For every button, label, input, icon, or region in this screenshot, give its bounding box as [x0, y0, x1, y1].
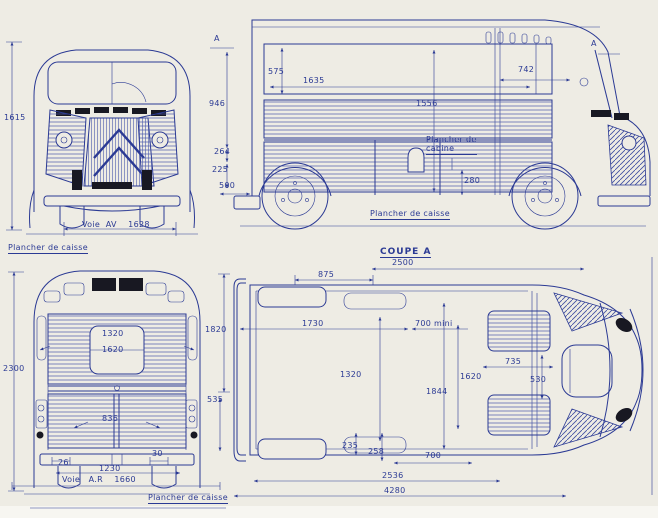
caption-rear-floor: Plancher de caisse	[148, 493, 228, 504]
section-marker-a-right: A	[591, 39, 597, 48]
section-title: COUPE A	[380, 247, 432, 258]
side-view: A A 946 264 225 500 575 1635 1556 742 28…	[200, 0, 658, 240]
dim-window-height: 575	[268, 67, 285, 76]
dim-rear-836: 836	[102, 414, 119, 423]
dim-plan-1320: 1320	[340, 370, 362, 379]
seat-left	[487, 310, 551, 352]
plan-body	[233, 278, 644, 462]
side-body	[233, 19, 651, 230]
left-headlight	[55, 131, 73, 149]
roof-vents	[485, 31, 552, 45]
dim-plan-1730: 1730	[302, 319, 324, 328]
dim-rear-1320: 1320	[102, 329, 124, 338]
dim-rear-26: 26	[58, 458, 69, 467]
windshield-pillar	[594, 49, 613, 119]
dim-rear-body-height: 1820	[205, 325, 227, 334]
front-view: 1615 Voie AV 1628 Plancher de caisse	[0, 0, 200, 258]
cargo-window	[263, 43, 553, 95]
rear-view: 2300 1820 535 1320 1620 836 26 30 1230 V…	[0, 258, 232, 518]
dim-plan-1844: 1844	[426, 387, 448, 396]
caption-cab-floor: Plancher de cabine	[426, 135, 477, 155]
left-tail-lamp	[36, 431, 44, 439]
dim-side-500: 500	[219, 181, 236, 190]
plan-view: COUPE A 2500 875 1730 700 mini 1320 1620…	[232, 245, 658, 518]
front-bumper-side	[597, 195, 651, 207]
dim-rear-1230: 1230	[99, 464, 121, 473]
rear-wheel-arch-bottom	[257, 438, 327, 460]
mirror	[579, 77, 589, 87]
dim-plan-4280: 4280	[384, 486, 406, 495]
dim-window-width: 1635	[303, 76, 325, 85]
rear-bumper-plan	[233, 278, 246, 462]
right-headlight	[151, 131, 169, 149]
plan-view-drawing	[233, 257, 653, 498]
dim-side-946: 946	[209, 99, 226, 108]
caption-front-floor: Plancher de caisse	[8, 243, 88, 254]
dim-plan-2536: 2536	[382, 471, 404, 480]
dim-plan-875: 875	[318, 270, 335, 279]
engine-cover	[561, 344, 613, 398]
dim-side-264: 264	[214, 147, 231, 156]
front-dimension-lines	[6, 41, 198, 236]
rear-dimension-lines	[8, 271, 230, 509]
windshield-plan	[599, 302, 611, 438]
dim-rear-535: 535	[207, 395, 224, 404]
rear-body	[33, 270, 201, 489]
caption-side-floor: Plancher de caisse	[370, 209, 450, 220]
rear-wheels	[57, 466, 177, 489]
dim-rear-30: 30	[152, 449, 163, 458]
dim-body-height: 1556	[416, 99, 438, 108]
front-bumper	[43, 195, 181, 207]
rear-wheel-arch-top	[257, 286, 327, 308]
dim-plan-235: 235	[342, 441, 359, 450]
dim-front-track: Voie AV 1628	[82, 220, 150, 229]
front-left-wheel-plan	[615, 318, 633, 332]
dim-front-overall-height: 1615	[4, 113, 26, 122]
dim-side-225: 225	[212, 165, 229, 174]
dim-plan-258: 258	[368, 447, 385, 456]
dim-windshield-width: 742	[518, 65, 535, 74]
front-right-wheel-plan	[615, 408, 633, 422]
roof-windows	[43, 278, 185, 303]
dim-rear-track: Voie A.R 1660	[62, 475, 136, 484]
citroen-chevrons-icon	[93, 128, 145, 177]
dim-plan-700: 700	[425, 451, 442, 460]
section-marker-a-left: A	[214, 34, 220, 43]
dim-cab-floor-height: 280	[464, 176, 481, 185]
dim-rear-1620: 1620	[102, 345, 124, 354]
dim-plan-735: 735	[505, 357, 522, 366]
right-tail-lamp	[190, 431, 198, 439]
rear-bumper	[39, 453, 195, 466]
front-body	[29, 49, 195, 229]
rear-view-drawing	[8, 270, 230, 509]
door-window	[407, 147, 425, 173]
dim-plan-530: 530	[530, 375, 547, 384]
plan-dimension-lines	[234, 257, 653, 498]
side-wheels	[258, 162, 582, 230]
front-wheels	[59, 206, 165, 229]
side-view-drawing	[210, 19, 651, 230]
rear-step	[233, 195, 261, 210]
dim-plan-2500: 2500	[392, 258, 414, 267]
dim-plan-1620: 1620	[460, 372, 482, 381]
dim-plan-700-mini: 700 mini	[415, 319, 453, 328]
front-view-drawing	[6, 41, 198, 236]
seat-right	[487, 394, 551, 436]
dim-rear-overall-height: 2300	[3, 364, 25, 373]
front-bumper-plan	[629, 308, 644, 432]
side-headlight	[621, 135, 637, 151]
